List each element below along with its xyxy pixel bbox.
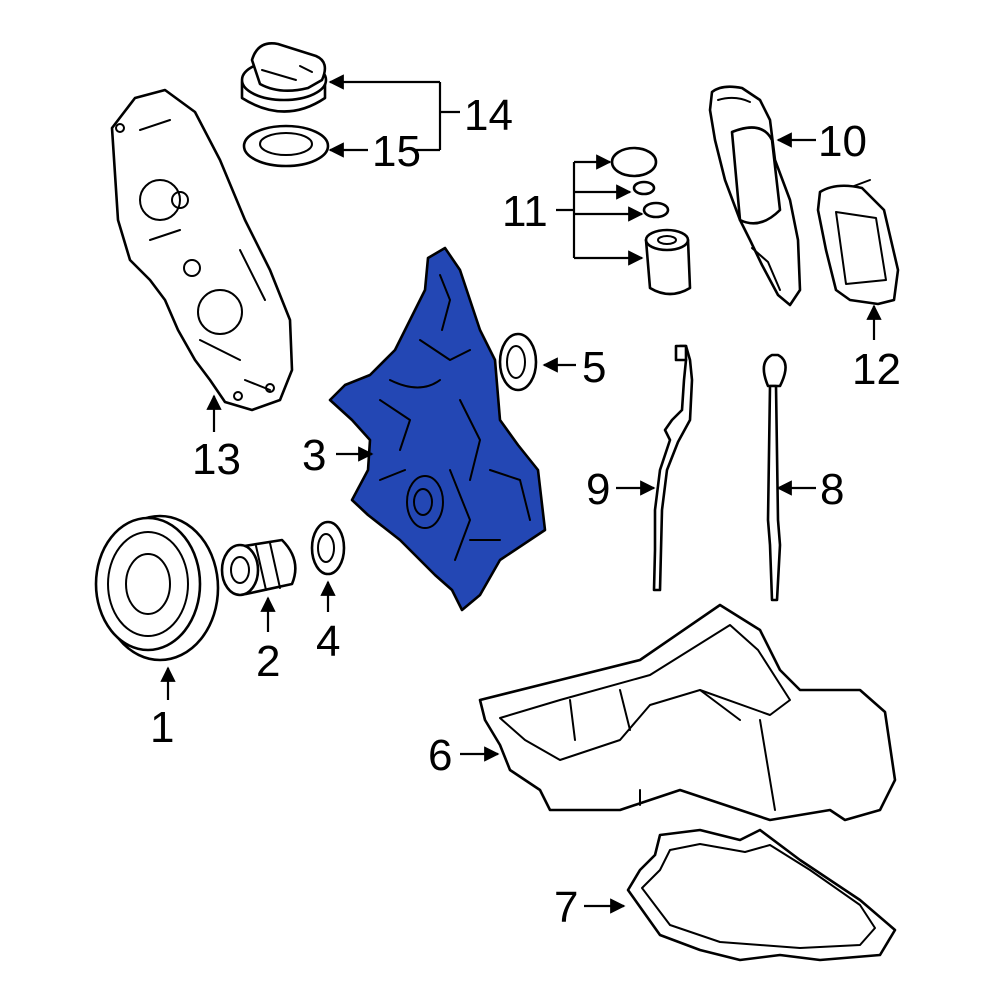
callout-12: 12 (852, 345, 901, 394)
leader-lines (160, 74, 882, 914)
callout-1: 1 (150, 703, 174, 752)
part-4-seal[interactable] (310, 520, 346, 576)
part-13-timing-case[interactable] (110, 88, 294, 412)
callout-6: 6 (428, 731, 452, 780)
highlight-fill (328, 246, 547, 612)
part-5-seal[interactable] (498, 332, 538, 392)
part-7-baffle[interactable] (626, 828, 897, 962)
callout-15: 15 (372, 127, 421, 176)
callout-13: 13 (192, 435, 241, 484)
part-12-cover[interactable] (816, 179, 900, 306)
callout-5: 5 (582, 343, 606, 392)
part-8-dipstick[interactable] (762, 353, 787, 602)
callout-14: 14 (464, 91, 513, 140)
callout-7: 7 (554, 883, 578, 932)
part-6-oil-pan[interactable] (478, 603, 897, 822)
part-9-dipstick-tube[interactable] (652, 344, 694, 592)
callout-9: 9 (586, 465, 610, 514)
callouts: 1 2 3 4 5 6 7 8 9 10 11 12 13 14 15 (150, 91, 901, 932)
callout-2: 2 (256, 637, 280, 686)
part-10-oil-filter-housing[interactable] (708, 85, 802, 307)
callout-10: 10 (818, 117, 867, 166)
callout-4: 4 (316, 617, 340, 666)
part-11-filter-kit[interactable] (610, 146, 692, 296)
part-15-seal-ring[interactable] (242, 124, 330, 168)
part-2-crankshaft-sprocket[interactable] (220, 538, 297, 597)
callout-11: 11 (502, 187, 548, 236)
part-1-crankshaft-pulley[interactable] (94, 514, 220, 662)
part-14-oil-filler-cap[interactable] (240, 42, 328, 113)
part-3-timing-cover[interactable] (328, 246, 547, 612)
callout-8: 8 (820, 465, 844, 514)
callout-3: 3 (302, 431, 326, 480)
